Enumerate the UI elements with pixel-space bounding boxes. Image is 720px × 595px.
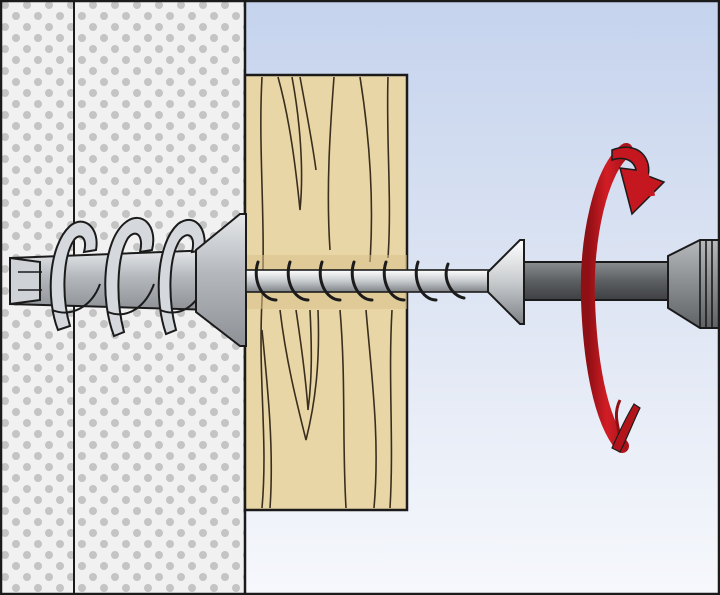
wood-screw — [245, 239, 525, 325]
plasterboard-anchor — [9, 213, 247, 347]
screw-threads — [254, 260, 466, 302]
driver-bit — [523, 239, 720, 329]
chuck-ribs — [699, 240, 713, 328]
rotation-arrow — [580, 143, 666, 453]
